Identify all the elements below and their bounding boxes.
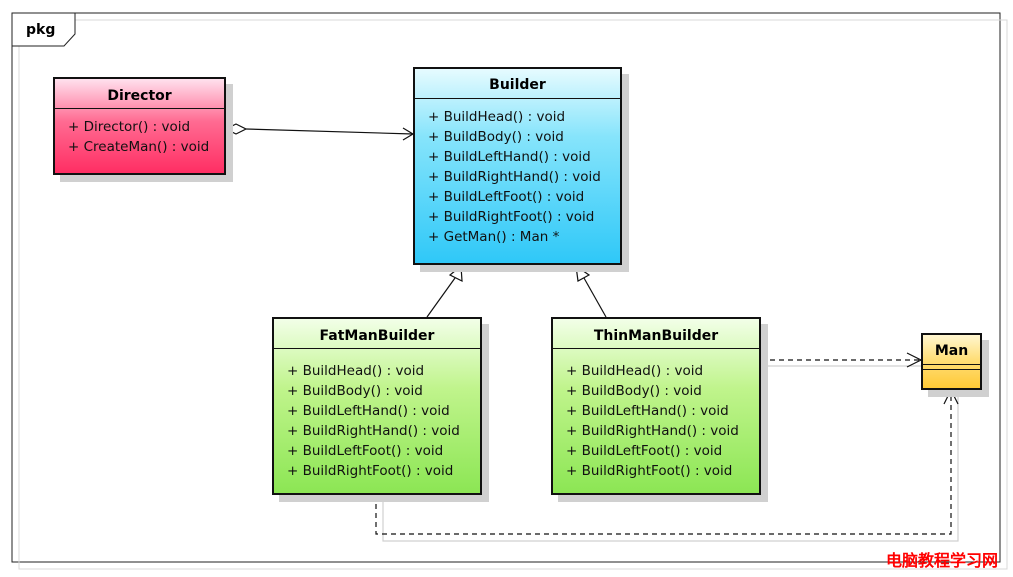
class-man[interactable]: Man (921, 333, 982, 390)
dependency-fatman-man (375, 388, 959, 542)
class-name: ThinManBuilder (553, 319, 759, 349)
operation: + CreateMan() : void (68, 139, 210, 155)
operation: + BuildRightHand() : void (428, 169, 601, 185)
class-thinmanbuilder[interactable]: ThinManBuilder + BuildHead() : void + Bu… (551, 317, 761, 495)
operation: + BuildRightHand() : void (566, 423, 739, 439)
operations-list: + BuildHead() : void + BuildBody() : voi… (553, 349, 759, 481)
operations-list: + BuildHead() : void + BuildBody() : voi… (274, 349, 480, 481)
dependency-thinman-man (761, 352, 928, 368)
operation: + BuildLeftFoot() : void (428, 189, 585, 205)
operation: + BuildLeftHand() : void (287, 403, 450, 419)
operation: + BuildLeftHand() : void (566, 403, 729, 419)
operation: + BuildBody() : void (566, 383, 702, 399)
operation: + BuildHead() : void (566, 363, 704, 379)
operation: + BuildLeftFoot() : void (566, 443, 723, 459)
package-label: pkg (26, 22, 56, 38)
operation: + BuildHead() : void (287, 363, 425, 379)
generalization-thinman-builder (575, 264, 607, 318)
generalization-fatman-builder (426, 264, 463, 318)
operation: + BuildBody() : void (428, 129, 564, 145)
class-name: FatManBuilder (274, 319, 480, 349)
operation: + BuildLeftFoot() : void (287, 443, 444, 459)
attributes-compartment (923, 365, 980, 370)
class-name: Builder (415, 69, 620, 99)
operation: + GetMan() : Man * (428, 229, 560, 245)
class-name: Man (923, 335, 980, 365)
operation: + BuildRightHand() : void (287, 423, 460, 439)
class-fatmanbuilder[interactable]: FatManBuilder + BuildHead() : void + Bui… (272, 317, 482, 495)
operation: + BuildRightFoot() : void (287, 463, 454, 479)
class-director[interactable]: Director + Director() : void + CreateMan… (53, 77, 226, 175)
operation: + BuildRightFoot() : void (566, 463, 733, 479)
operations-list: + Director() : void + CreateMan() : void (55, 109, 224, 157)
operation: + BuildHead() : void (428, 109, 566, 125)
aggregation-director-builder (224, 123, 415, 141)
operations-list: + BuildHead() : void + BuildBody() : voi… (415, 99, 620, 247)
operation: + BuildBody() : void (287, 383, 423, 399)
watermark: 电脑教程学习网 (886, 551, 999, 570)
operation: + BuildRightFoot() : void (428, 209, 595, 225)
class-builder[interactable]: Builder + BuildHead() : void + BuildBody… (413, 67, 622, 265)
class-name: Director (55, 79, 224, 109)
operation: + Director() : void (68, 119, 191, 135)
operation: + BuildLeftHand() : void (428, 149, 591, 165)
